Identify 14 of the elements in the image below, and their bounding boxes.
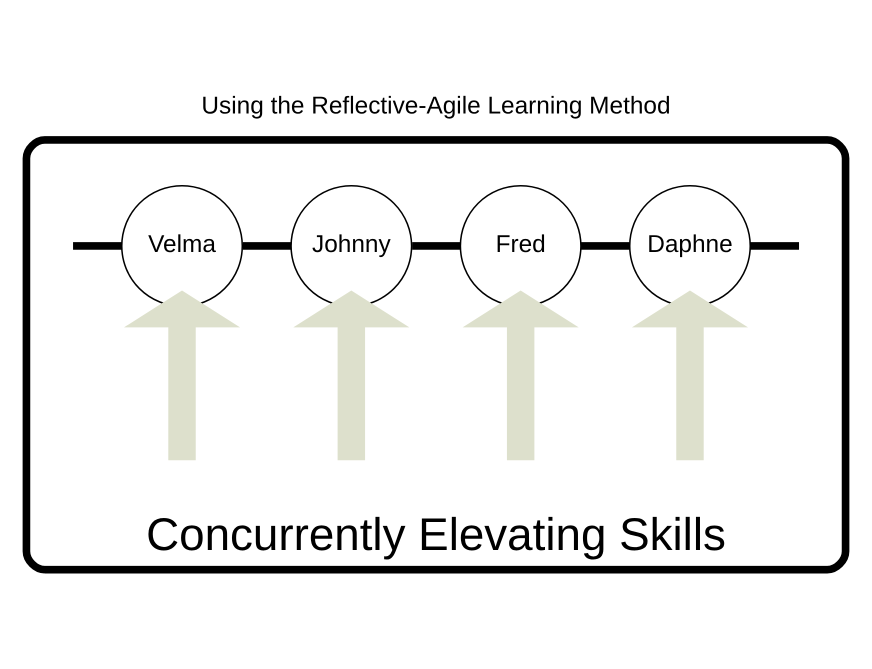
connector bbox=[412, 242, 460, 250]
node-circle: Daphne bbox=[628, 184, 751, 306]
arrow bbox=[124, 290, 240, 460]
diagram-title: Using the Reflective-Agile Learning Method bbox=[201, 92, 671, 120]
arrow bbox=[462, 290, 579, 460]
connector bbox=[73, 242, 122, 250]
arrow bbox=[632, 290, 748, 460]
arrow bbox=[293, 290, 410, 460]
node-circle: Johnny bbox=[290, 184, 412, 306]
connector bbox=[582, 242, 630, 250]
connector bbox=[242, 242, 291, 250]
connector bbox=[750, 242, 800, 250]
node-circle: Velma bbox=[121, 184, 244, 306]
node-circle: Fred bbox=[460, 184, 582, 306]
